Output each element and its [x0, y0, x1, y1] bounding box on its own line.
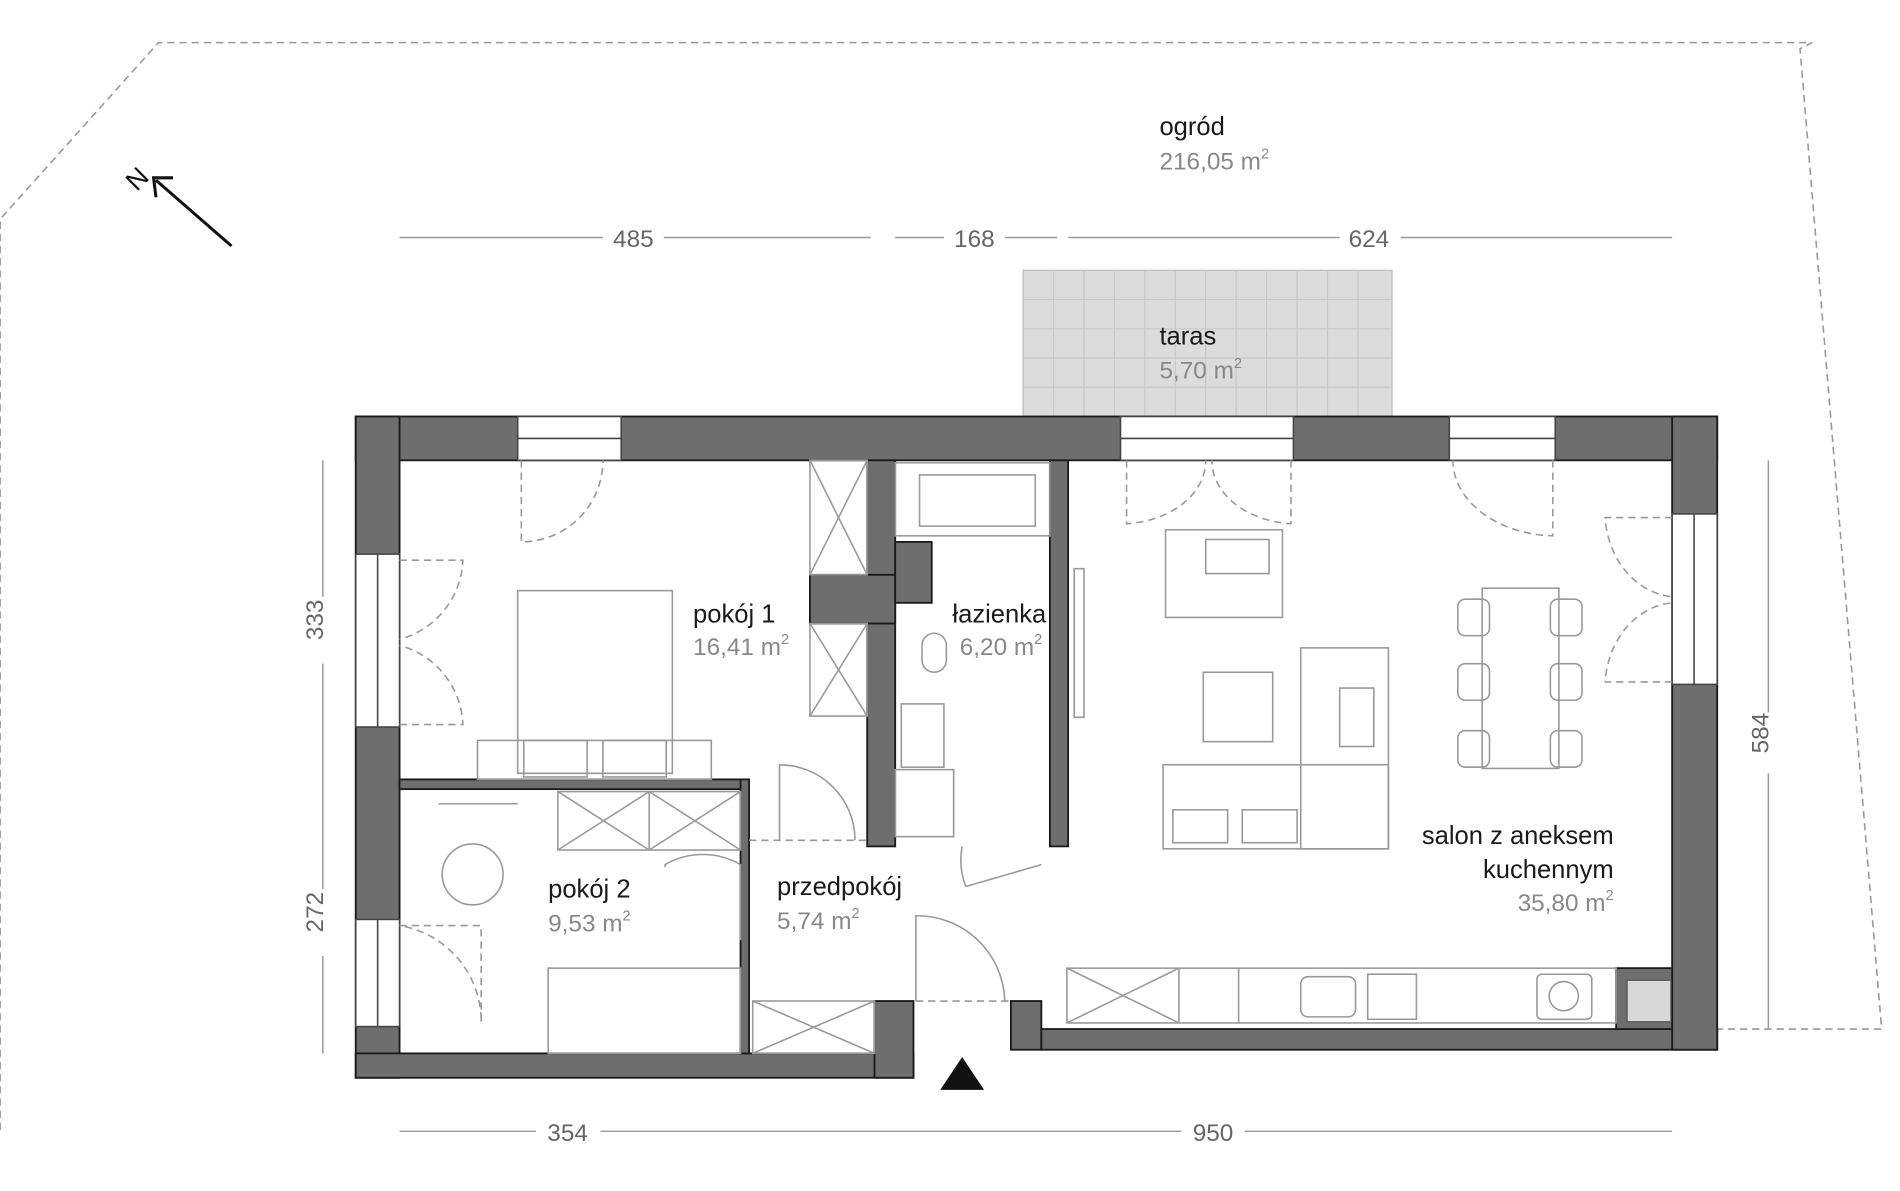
room-name: taras: [1159, 323, 1216, 351]
svg-text:5,74 m2: 5,74 m2: [777, 906, 860, 935]
dim-bottom-1: 354: [547, 1120, 588, 1147]
room-name: pokój 2: [548, 876, 630, 904]
room-area: 5,74 m: [777, 908, 851, 935]
dim-left-1: 333: [302, 600, 329, 641]
furniture: [438, 459, 1617, 1055]
dim-bottom-2: 950: [1193, 1120, 1234, 1147]
room-name-2: kuchennym: [1483, 856, 1614, 884]
room-name: salon z aneksem: [1422, 822, 1614, 850]
room-pokoj-2: pokój 2 9,53 m2: [548, 876, 631, 938]
entrance-marker-icon: [940, 1057, 985, 1090]
room-przedpokoj: przedpokój 5,74 m2: [777, 873, 902, 935]
room-area: 16,41 m: [693, 634, 781, 661]
dim-top-2: 168: [954, 226, 995, 253]
window-swings: [399, 460, 1673, 1023]
svg-text:9,53 m2: 9,53 m2: [548, 909, 631, 938]
room-pokoj-1: pokój 1 16,41 m2: [693, 600, 789, 661]
svg-text:35,80 m2: 35,80 m2: [1518, 888, 1614, 917]
dim-right: 584: [1747, 713, 1774, 754]
room-name: łazienka: [952, 600, 1047, 628]
terrace: [1022, 269, 1393, 418]
north-arrow-icon: N: [120, 161, 233, 248]
room-garden: ogród 216,05 m2: [1159, 113, 1269, 175]
garden-boundary: [0, 41, 1883, 1131]
room-area: 5,70 m: [1159, 358, 1233, 385]
doors: [664, 763, 1042, 1002]
svg-text:5,70 m2: 5,70 m2: [1159, 356, 1242, 385]
dim-top-1: 485: [613, 226, 654, 253]
room-lazienka: łazienka 6,20 m2: [952, 600, 1047, 661]
dimension-lines: [322, 236, 1770, 1133]
room-name: pokój 1: [693, 600, 775, 628]
room-salon: salon z aneksem kuchennym 35,80 m2: [1422, 822, 1614, 917]
room-area: 35,80 m: [1518, 890, 1606, 917]
dim-left-2: 272: [302, 892, 329, 933]
room-area: 9,53 m: [548, 911, 622, 938]
walls: [354, 415, 1719, 1079]
windows: [354, 415, 1719, 1028]
north-label: N: [120, 161, 155, 196]
room-name: przedpokój: [777, 873, 902, 901]
svg-text:16,41 m2: 16,41 m2: [693, 632, 789, 661]
room-name: ogród: [1159, 113, 1224, 141]
svg-text:216,05 m2: 216,05 m2: [1159, 146, 1269, 175]
room-area: 216,05 m: [1159, 148, 1261, 175]
room-terrace: taras 5,70 m2: [1159, 323, 1242, 385]
svg-text:6,20 m2: 6,20 m2: [960, 632, 1043, 661]
room-area: 6,20 m: [960, 634, 1034, 661]
dim-top-3: 624: [1349, 226, 1390, 253]
